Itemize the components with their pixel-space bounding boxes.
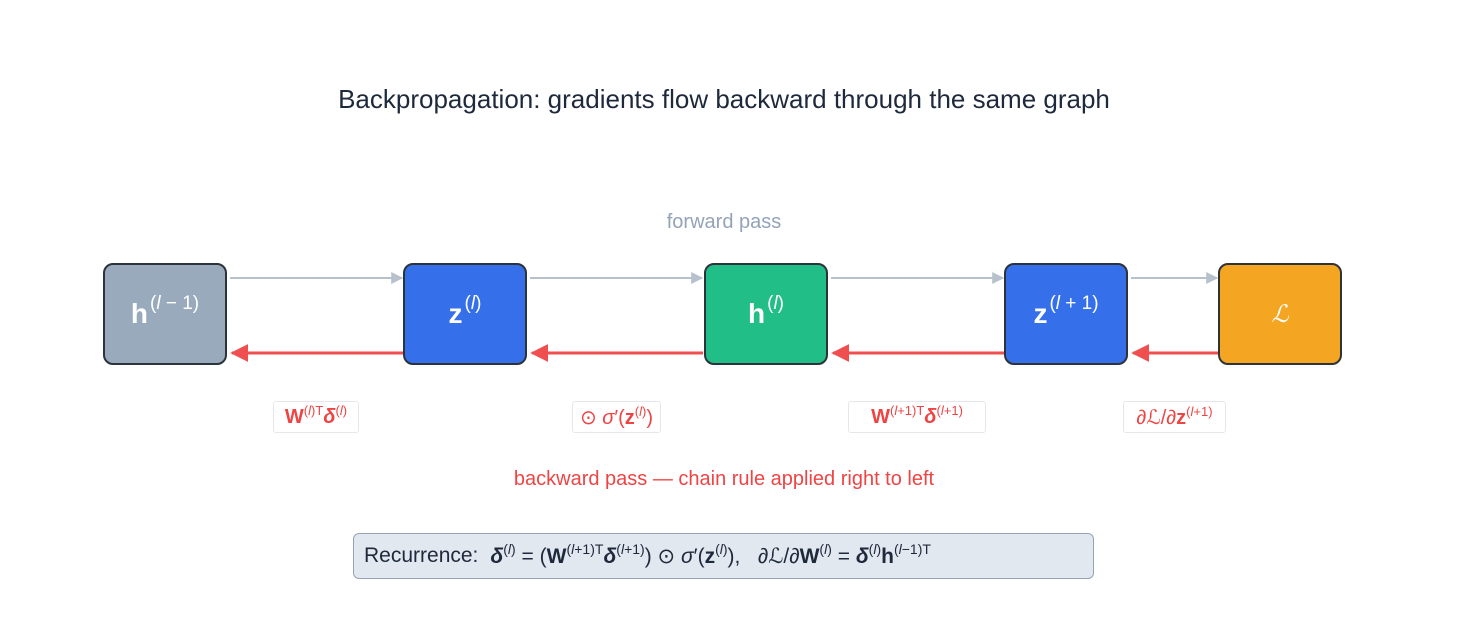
forward-pass-label: forward pass bbox=[666, 211, 782, 233]
grad-label-1-text: W(l)Tδ(l) bbox=[284, 402, 348, 428]
grad-label-3-text: W(l+1)Tδ(l+1) bbox=[871, 402, 963, 428]
node-h-l-sup: (l) bbox=[767, 293, 784, 314]
grad-label-4: ∂ℒ/∂z(l+1) bbox=[1123, 401, 1226, 433]
grad-label-2: ⊙ σ′(z(l)) bbox=[572, 401, 661, 433]
node-z-l: z(l) bbox=[403, 263, 527, 365]
recurrence-equation: δ(l) = (W(l+1)Tδ(l+1)) ⊙ σ′(z(l)), ∂ℒ/∂W… bbox=[490, 540, 931, 568]
backward-pass-label: backward pass — chain rule applied right… bbox=[513, 468, 935, 490]
recurrence-box: Recurrence: δ(l) = (W(l+1)Tδ(l+1)) ⊙ σ′(… bbox=[353, 533, 1094, 579]
node-z-l-sup: (l) bbox=[464, 293, 482, 314]
node-loss-symbol: ℒ bbox=[1271, 300, 1289, 328]
node-z-next-sup: (l + 1) bbox=[1049, 293, 1099, 314]
node-z-next-base: z bbox=[1033, 298, 1048, 329]
node-h-prev-sup: (l − 1) bbox=[149, 293, 200, 314]
grad-label-1: W(l)Tδ(l) bbox=[273, 401, 359, 433]
node-z-l-base: z bbox=[448, 298, 463, 329]
grad-label-2-text: ⊙ σ′(z(l)) bbox=[579, 403, 654, 429]
grad-label-4-text: ∂ℒ/∂z(l+1) bbox=[1136, 403, 1213, 429]
node-loss: ℒ bbox=[1218, 263, 1342, 365]
node-h-prev: h(l − 1) bbox=[103, 263, 227, 365]
node-h-l-base: h bbox=[748, 298, 766, 329]
node-z-next: z(l + 1) bbox=[1004, 263, 1128, 365]
grad-label-3: W(l+1)Tδ(l+1) bbox=[848, 401, 986, 433]
node-h-l: h(l) bbox=[704, 263, 828, 365]
node-h-prev-base: h bbox=[130, 298, 148, 329]
diagram-title: Backpropagation: gradients flow backward… bbox=[338, 84, 1110, 114]
recurrence-label: Recurrence: bbox=[364, 544, 479, 567]
